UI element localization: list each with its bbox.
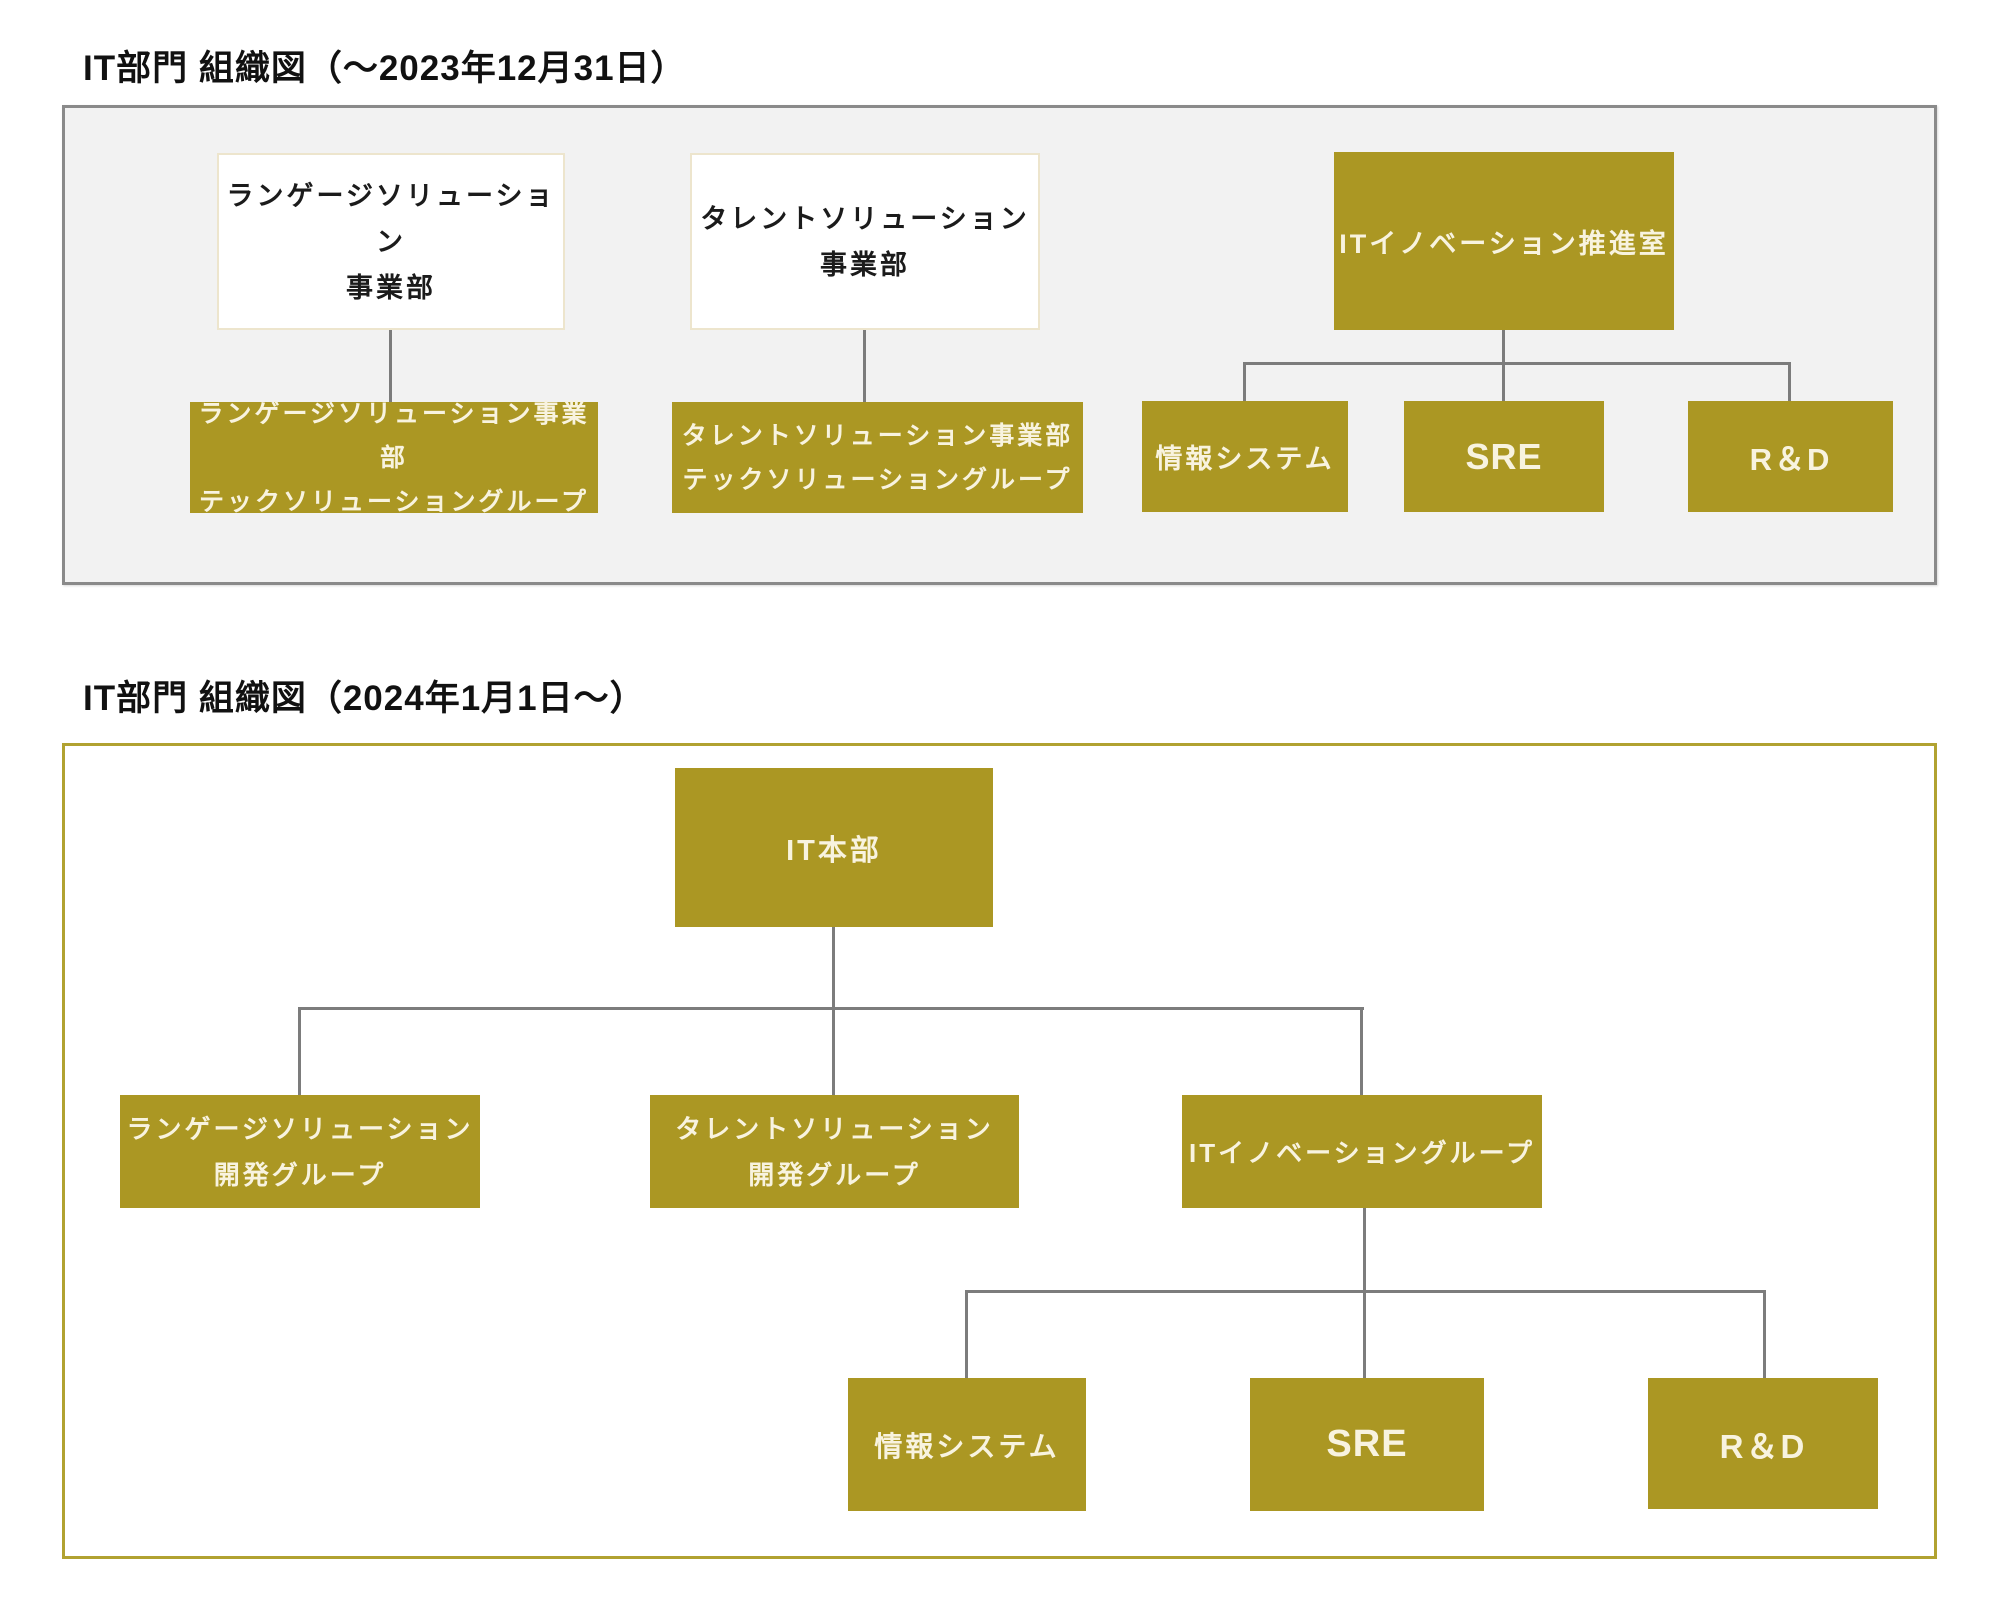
org-node-label: ランゲージソリューション [126,1113,474,1144]
org-node-label: ランゲージソリューション事業部 [198,399,590,472]
connector-drop-info-system-2 [965,1290,968,1378]
org-node-label: SRE [1465,435,1543,477]
org-node-label: 情報システム [1155,444,1335,474]
org-node-rd-2: R＆D [1648,1378,1878,1509]
org-node-language-solution-division: ランゲージソリューション 事業部 [217,153,565,330]
connector-innovation-group-stem [1363,1208,1366,1378]
chart1-title: IT部門 組織図（～2023年12月31日） [83,49,687,88]
org-node-label: テックソリューショングループ [682,465,1073,494]
org-node-it-innovation-office: ITイノベーション推進室 [1334,152,1674,330]
org-node-info-system-1: 情報システム [1142,401,1348,512]
org-node-label: 事業部 [820,249,910,280]
org-node-label: R＆D [1719,1427,1807,1465]
org-node-ts-tech-solution-group: タレントソリューション事業部 テックソリューショングループ [672,402,1083,513]
connector-drop-rd-2 [1763,1290,1766,1378]
org-node-label: 開発グループ [748,1159,921,1190]
connector-row2-horizontal [298,1007,1364,1010]
org-node-label: SRE [1326,1423,1408,1465]
org-node-label: ITイノベーション推進室 [1339,228,1669,259]
org-node-talent-solution-division: タレントソリューション 事業部 [690,153,1040,330]
org-node-it-headquarters: IT本部 [675,768,993,927]
org-node-info-system-2: 情報システム [848,1378,1086,1511]
connector-row3-horizontal [965,1290,1766,1293]
org-node-ts-dev-group: タレントソリューション 開発グループ [650,1095,1019,1208]
org-node-label: タレントソリューション [700,203,1030,234]
org-node-label: タレントソリューション [675,1113,994,1144]
org-node-label: テックソリューショングループ [198,487,589,516]
connector-office-horizontal [1243,362,1791,365]
connector-ls-division-to-tech [389,330,392,402]
connector-drop-info-system-1 [1243,362,1246,401]
org-node-sre-1: SRE [1404,401,1604,512]
connector-drop-it-innovation-group [1360,1007,1363,1095]
org-node-label: 事業部 [346,272,436,303]
org-node-label: 情報システム [874,1430,1060,1462]
connector-ts-division-to-tech [863,330,866,402]
org-node-sre-2: SRE [1250,1378,1484,1511]
connector-drop-ls-dev [298,1007,301,1095]
connector-drop-rd-1 [1788,362,1791,401]
org-node-label: ITイノベーショングループ [1188,1138,1536,1168]
connector-it-hq-stem [832,927,835,1095]
org-node-label: 開発グループ [213,1159,387,1190]
org-node-label: タレントソリューション事業部 [681,421,1074,450]
connector-office-stem [1502,330,1505,401]
org-node-label: IT本部 [786,834,882,867]
org-node-ls-tech-solution-group: ランゲージソリューション事業部 テックソリューショングループ [190,400,598,516]
org-node-it-innovation-group: ITイノベーショングループ [1182,1095,1542,1208]
org-node-rd-1: R＆D [1688,401,1893,512]
org-node-label: ランゲージソリューション [226,180,556,257]
chart2-title: IT部門 組織図（2024年1月1日～） [83,679,646,718]
org-node-ls-dev-group: ランゲージソリューション 開発グループ [120,1095,480,1208]
org-node-label: R＆D [1749,442,1832,477]
